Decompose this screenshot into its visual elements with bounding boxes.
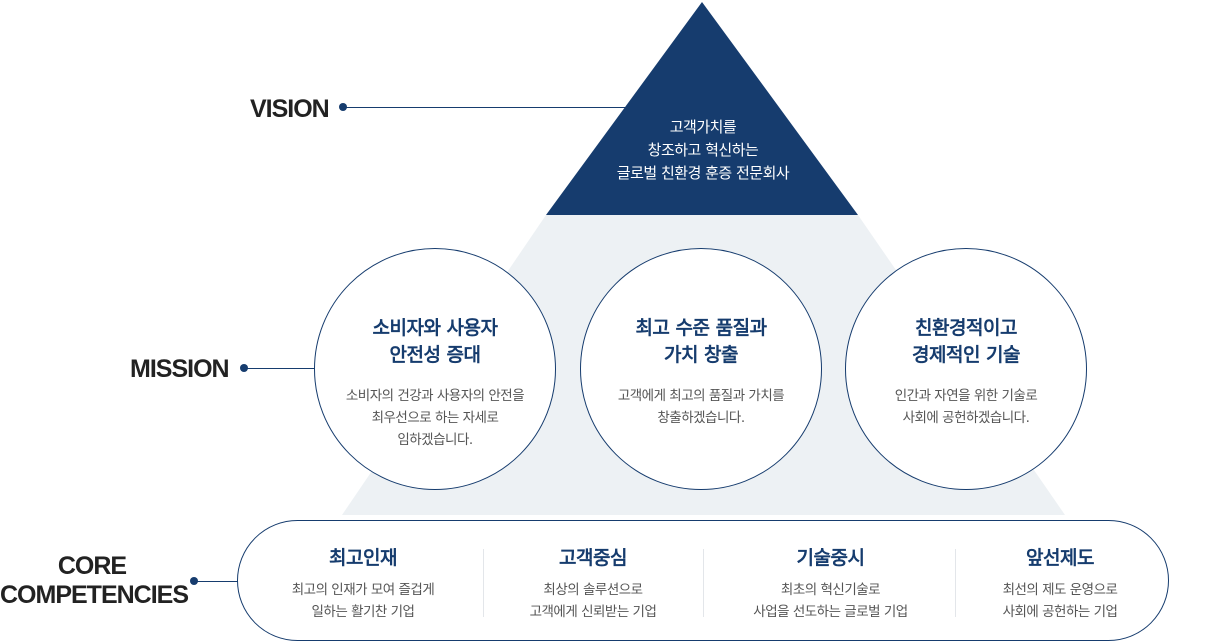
mission-title-line: 경제적인 기술 [912, 344, 1021, 366]
mission-description: 인간과 자연을 위한 기술로 사회에 공헌하겠습니다. [846, 385, 1086, 429]
core-divider [955, 549, 956, 617]
mission-title-line: 최고 수준 품질과 [635, 317, 767, 339]
core-item-customer: 고객중심 최상의 솔루션으로 고객에게 신뢰받는 기업 [488, 545, 698, 623]
core-item-talent: 최고인재 최고의 인재가 모여 즐겁게 일하는 활기찬 기업 [258, 545, 468, 623]
mission-desc-line: 창출하겠습니다. [657, 410, 745, 426]
mission-circle-eco-tech: 친환경적이고 경제적인 기술 인간과 자연을 위한 기술로 사회에 공헌하겠습니… [845, 248, 1087, 490]
mission-label: MISSION [130, 355, 230, 383]
core-desc-line: 최선의 제도 운영으로 [1002, 582, 1118, 598]
vision-statement: 고객가치를 창조하고 혁신하는 글로벌 친환경 훈증 전문회사 [560, 116, 846, 185]
core-item-title: 기술중시 [796, 547, 865, 569]
core-connector-line [194, 581, 238, 582]
mission-title: 친환경적이고 경제적인 기술 [846, 315, 1086, 369]
mission-description: 고객에게 최고의 품질과 가치를 창출하겠습니다. [581, 385, 821, 429]
core-competencies-label: CORE COMPETENCIES [0, 552, 189, 610]
mission-title: 최고 수준 품질과 가치 창출 [581, 315, 821, 369]
vision-label: VISION [250, 95, 330, 123]
mission-desc-line: 임하겠습니다. [397, 432, 473, 448]
mission-desc-line: 고객에게 최고의 품질과 가치를 [617, 388, 785, 404]
core-desc-line: 사업을 선도하는 글로벌 기업 [753, 604, 908, 620]
mission-title-line: 안전성 증대 [389, 344, 481, 366]
mission-desc-line: 사회에 공헌하겠습니다. [902, 410, 1030, 426]
core-desc-line: 사회에 공헌하는 기업 [1002, 604, 1118, 620]
vision-connector-line [343, 107, 626, 108]
mission-description: 소비자의 건강과 사용자의 안전을 최우선으로 하는 자세로 임하겠습니다. [315, 385, 555, 451]
core-item-technology: 기술중시 최초의 혁신기술로 사업을 선도하는 글로벌 기업 [708, 545, 953, 623]
core-item-description: 최초의 혁신기술로 사업을 선도하는 글로벌 기업 [708, 579, 953, 623]
mission-connector-line [244, 368, 316, 369]
core-label-line: CORE [57, 552, 127, 580]
core-item-description: 최선의 제도 운영으로 사회에 공헌하는 기업 [960, 579, 1160, 623]
vision-triangle [546, 2, 858, 215]
vision-line: 창조하고 혁신하는 [647, 141, 759, 159]
mission-title-line: 가치 창출 [663, 344, 739, 366]
core-desc-line: 최상의 솔루션으로 [543, 582, 643, 598]
core-divider [483, 549, 484, 617]
core-desc-line: 일하는 활기찬 기업 [311, 604, 415, 620]
core-item-system: 앞선제도 최선의 제도 운영으로 사회에 공헌하는 기업 [960, 545, 1160, 623]
vision-line: 고객가치를 [669, 118, 737, 136]
core-item-title: 최고인재 [329, 547, 397, 569]
core-desc-line: 최고의 인재가 모여 즐겁게 [291, 582, 435, 598]
core-item-title: 앞선제도 [1026, 547, 1094, 569]
core-divider [703, 549, 704, 617]
mission-title-line: 친환경적이고 [915, 317, 1017, 339]
mission-circle-quality: 최고 수준 품질과 가치 창출 고객에게 최고의 품질과 가치를 창출하겠습니다… [580, 248, 822, 490]
core-desc-line: 최초의 혁신기술로 [780, 582, 881, 598]
mission-title: 소비자와 사용자 안전성 증대 [315, 315, 555, 369]
core-label-line: COMPETENCIES [0, 581, 189, 609]
mission-desc-line: 인간과 자연을 위한 기술로 [894, 388, 1038, 404]
core-item-description: 최상의 솔루션으로 고객에게 신뢰받는 기업 [488, 579, 698, 623]
vision-line: 글로벌 친환경 훈증 전문회사 [616, 164, 790, 182]
mission-desc-line: 최우선으로 하는 자세로 [371, 410, 499, 426]
core-item-description: 최고의 인재가 모여 즐겁게 일하는 활기찬 기업 [258, 579, 468, 623]
mission-desc-line: 소비자의 건강과 사용자의 안전을 [345, 388, 525, 404]
mission-title-line: 소비자와 사용자 [372, 317, 498, 339]
core-desc-line: 고객에게 신뢰받는 기업 [529, 604, 657, 620]
mission-circle-safety: 소비자와 사용자 안전성 증대 소비자의 건강과 사용자의 안전을 최우선으로 … [314, 248, 556, 490]
core-competencies-box: 최고인재 최고의 인재가 모여 즐겁게 일하는 활기찬 기업 고객중심 최상의 … [237, 520, 1169, 641]
core-item-title: 고객중심 [559, 547, 627, 569]
